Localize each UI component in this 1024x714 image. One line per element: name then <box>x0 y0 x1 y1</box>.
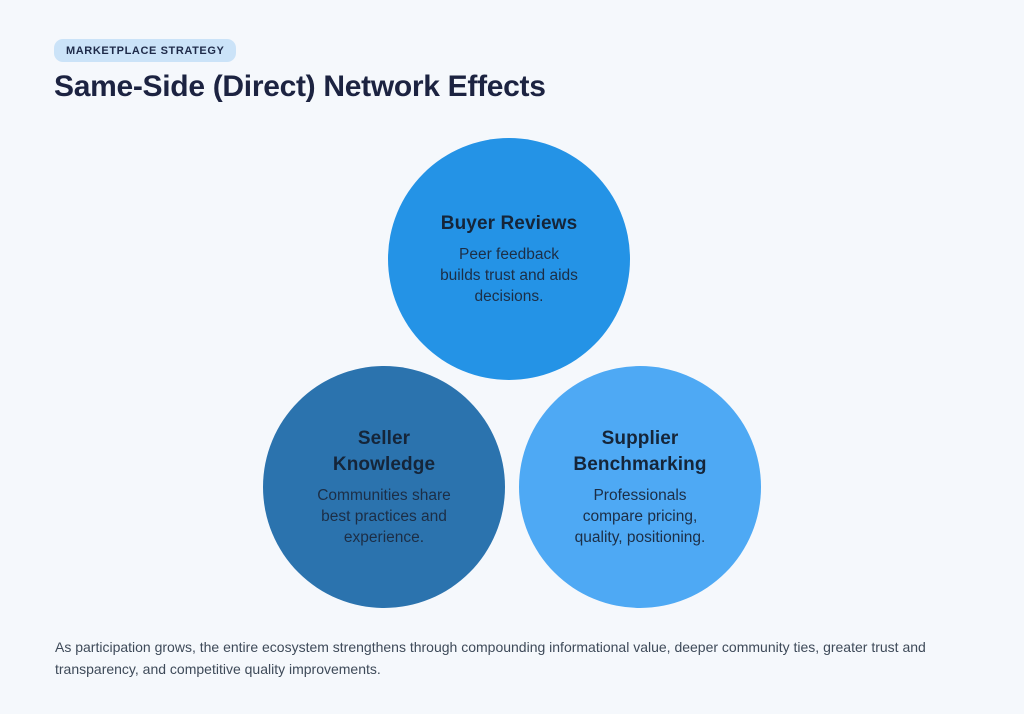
circle-seller-knowledge-title: Seller Knowledge <box>332 428 436 475</box>
category-badge: MARKETPLACE STRATEGY <box>54 39 237 63</box>
circle-supplier-benchmarking-description: Professionals compare pricing, quality, … <box>574 487 706 546</box>
circle-seller-knowledge-description: Communities share best practices and exp… <box>317 487 451 546</box>
circle-supplier-benchmarking-title: Supplier Benchmarking <box>573 428 707 475</box>
circle-supplier-benchmarking: Supplier Benchmarking Professionals comp… <box>519 366 761 608</box>
circle-buyer-reviews-description: Peer feedback builds trust and aids deci… <box>440 246 578 305</box>
circle-seller-knowledge: Seller Knowledge Communities share best … <box>263 366 505 608</box>
page-title: Same-Side (Direct) Network Effects <box>54 70 546 103</box>
footer-note: As participation grows, the entire ecosy… <box>55 639 926 677</box>
circle-buyer-reviews-title: Buyer Reviews <box>440 213 578 234</box>
circle-buyer-reviews: Buyer Reviews Peer feedback builds trust… <box>388 138 630 380</box>
